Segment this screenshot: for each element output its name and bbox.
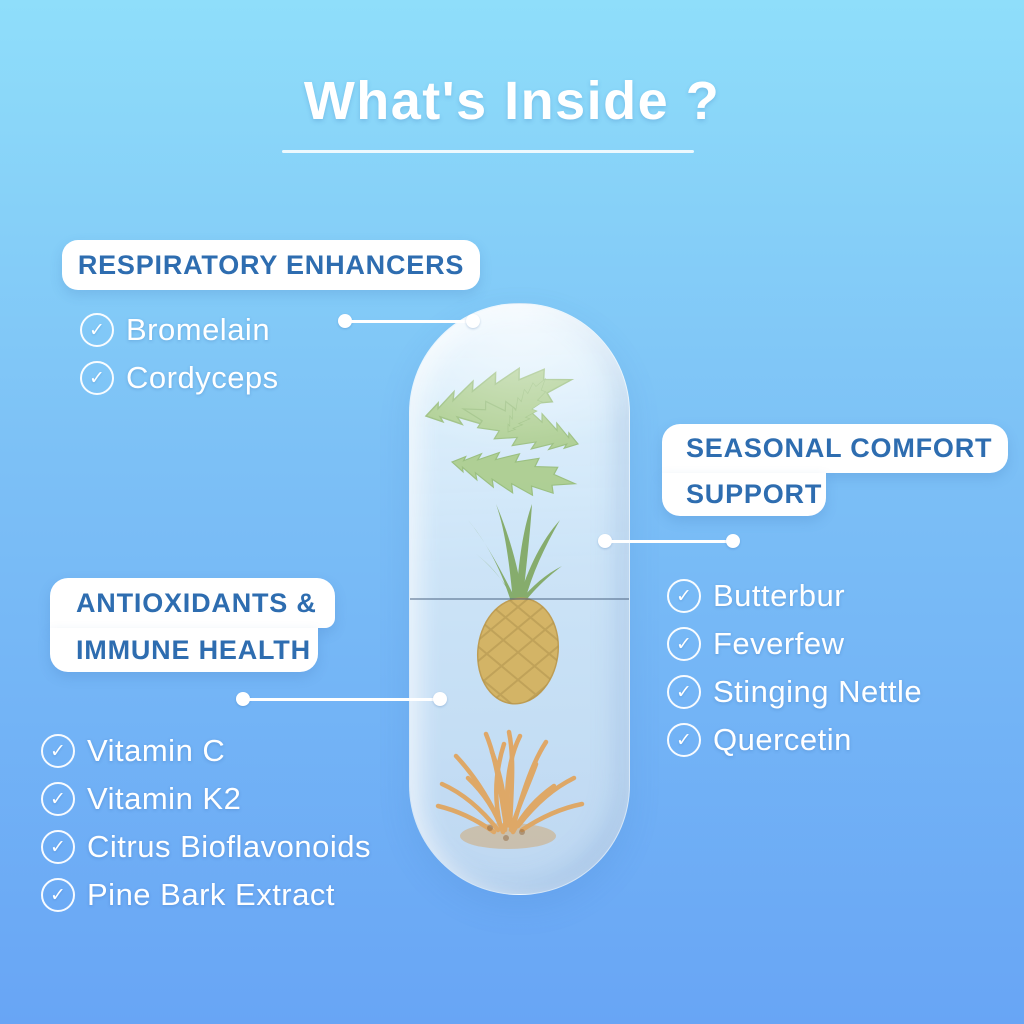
section-label-seasonal-line2: SUPPORT: [662, 473, 826, 516]
connector-line-seasonal: [598, 534, 740, 549]
section-label-antioxidants-text1: ANTIOXIDANTS &: [76, 587, 317, 618]
list-item: ✓ Stinging Nettle: [667, 668, 922, 716]
check-icon: ✓: [667, 579, 701, 613]
connector-line: [345, 320, 473, 323]
antioxidants-list: ✓ Vitamin C ✓ Vitamin K2 ✓ Citrus Biofla…: [41, 727, 371, 919]
title-underline: [282, 150, 694, 153]
connector-line-respiratory: [338, 314, 480, 329]
section-label-seasonal-line1: SEASONAL COMFORT: [662, 424, 1008, 473]
list-item: ✓ Quercetin: [667, 716, 922, 764]
list-item-label: Pine Bark Extract: [87, 877, 335, 912]
section-label-seasonal-text1: SEASONAL COMFORT: [686, 433, 993, 463]
check-icon: ✓: [41, 782, 75, 816]
seasonal-list: ✓ Butterbur ✓ Feverfew ✓ Stinging Nettle…: [667, 572, 922, 764]
list-item: ✓ Butterbur: [667, 572, 922, 620]
check-icon: ✓: [41, 830, 75, 864]
list-item-label: Citrus Bioflavonoids: [87, 829, 371, 864]
pineapple-illustration: [468, 504, 565, 710]
list-item: ✓ Vitamin K2: [41, 775, 371, 823]
section-label-antioxidants-text2: IMMUNE HEALTH: [76, 634, 311, 665]
list-item: ✓ Cordyceps: [80, 354, 279, 402]
list-item: ✓ Citrus Bioflavonoids: [41, 823, 371, 871]
list-item: ✓ Bromelain: [80, 306, 279, 354]
check-icon: ✓: [41, 734, 75, 768]
list-item-label: Butterbur: [713, 578, 846, 613]
list-item-label: Bromelain: [126, 312, 271, 347]
capsule-illustration: [409, 303, 630, 895]
list-item-label: Quercetin: [713, 722, 852, 757]
connector-dot: [466, 314, 480, 328]
connector-dot: [726, 534, 740, 548]
section-label-seasonal-text2: SUPPORT: [686, 479, 823, 509]
list-item-label: Feverfew: [713, 626, 845, 661]
check-icon: ✓: [667, 723, 701, 757]
check-icon: ✓: [667, 627, 701, 661]
list-item-label: Vitamin C: [87, 733, 226, 768]
list-item-label: Cordyceps: [126, 360, 279, 395]
section-label-respiratory: RESPIRATORY ENHANCERS: [62, 240, 480, 290]
check-icon: ✓: [667, 675, 701, 709]
section-label-antioxidants-line2: IMMUNE HEALTH: [50, 628, 318, 672]
list-item: ✓ Pine Bark Extract: [41, 871, 371, 919]
check-icon: ✓: [80, 361, 114, 395]
cordyceps-illustration: [435, 729, 585, 849]
nettle-leaves-illustration: [419, 354, 585, 504]
page-title: What's Inside ?: [303, 71, 721, 131]
list-item: ✓ Vitamin C: [41, 727, 371, 775]
connector-line: [605, 540, 733, 543]
check-icon: ✓: [41, 878, 75, 912]
list-item: ✓ Feverfew: [667, 620, 922, 668]
check-icon: ✓: [80, 313, 114, 347]
connector-dot: [433, 692, 447, 706]
respiratory-list: ✓ Bromelain ✓ Cordyceps: [80, 306, 279, 402]
connector-line-antioxidants: [236, 692, 447, 707]
section-label-respiratory-text: RESPIRATORY ENHANCERS: [77, 249, 465, 280]
list-item-label: Stinging Nettle: [713, 674, 923, 709]
capsule-seam: [410, 598, 629, 600]
connector-line: [243, 698, 440, 701]
section-label-antioxidants-line1: ANTIOXIDANTS &: [50, 578, 335, 628]
list-item-label: Vitamin K2: [87, 781, 242, 816]
